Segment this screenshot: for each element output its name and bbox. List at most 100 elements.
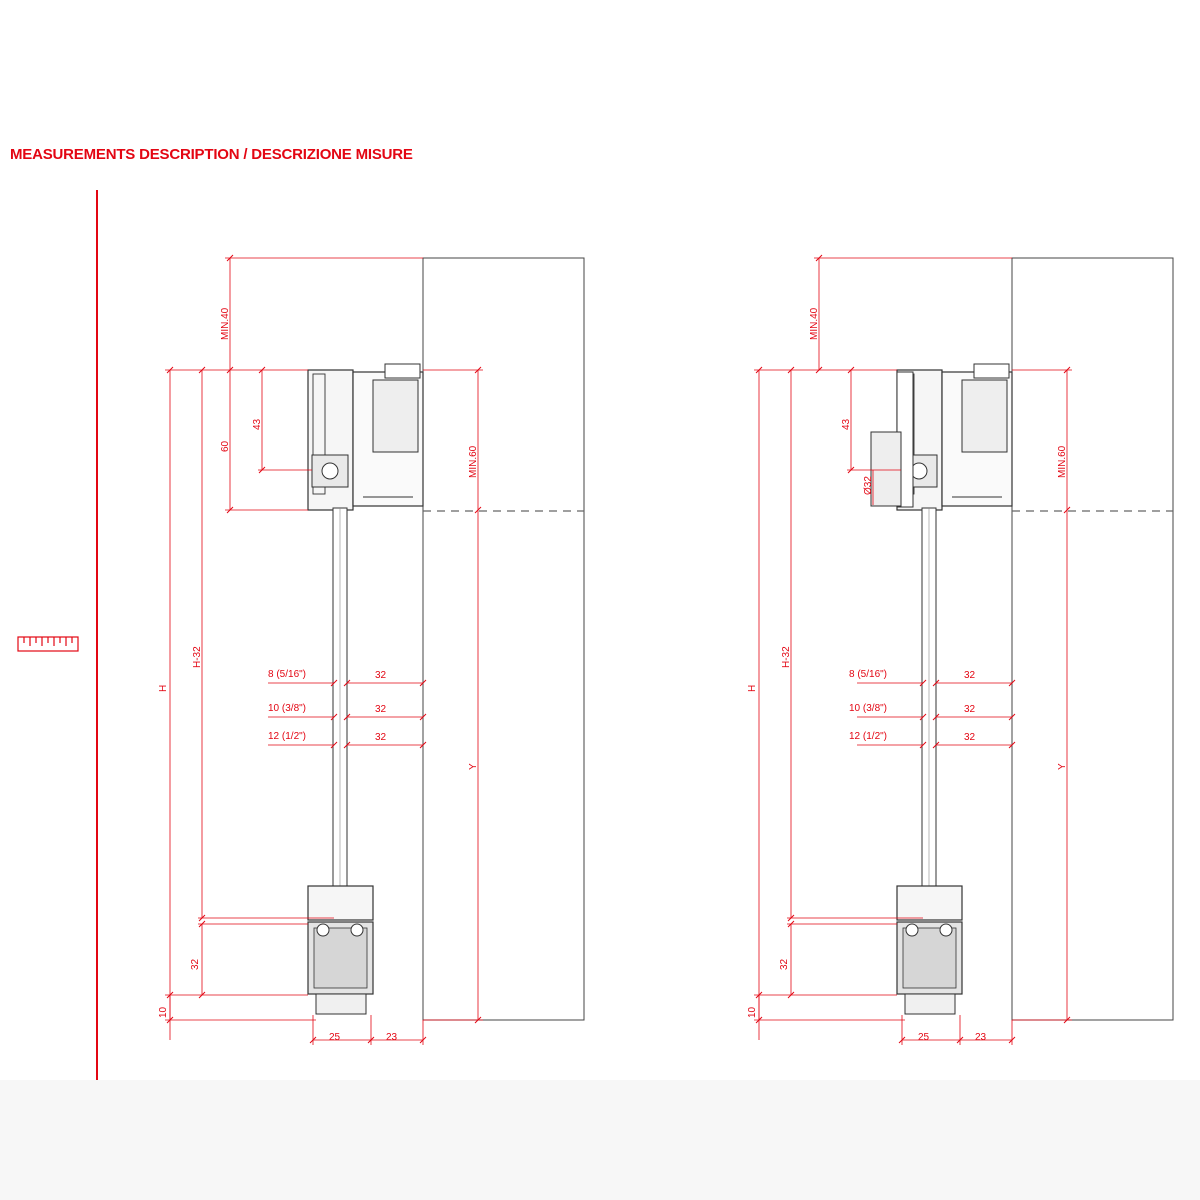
label-32-bottom: 32 <box>779 958 790 970</box>
label-diameter: Ø32 <box>863 476 874 495</box>
label-h-32: H-32 <box>781 646 792 668</box>
dim-tick <box>343 713 351 721</box>
glass-offset-value: 32 <box>964 732 976 743</box>
label-min40: MIN.40 <box>809 307 820 340</box>
glass-offset-value: 32 <box>964 670 976 681</box>
dim-tick <box>258 466 266 474</box>
dim-tick <box>367 1036 375 1044</box>
dim-tick <box>1008 1036 1016 1044</box>
dim-tick <box>1008 679 1016 687</box>
dim-tick <box>919 741 927 749</box>
dim-tick <box>755 366 763 374</box>
bottom-track <box>896 885 963 1015</box>
dim-tick <box>932 741 940 749</box>
dim-tick <box>847 466 855 474</box>
roller-carriage <box>372 379 419 453</box>
glass-offset-value: 32 <box>375 670 387 681</box>
dim-tick <box>898 1036 906 1044</box>
floor-guide <box>315 993 367 1015</box>
dim-tick <box>330 741 338 749</box>
dim-tick <box>226 254 234 262</box>
ruler-icon <box>17 636 79 652</box>
label-10: 10 <box>158 1006 169 1018</box>
dim-tick <box>166 366 174 374</box>
dim-tick <box>1063 366 1071 374</box>
dim-tick <box>932 679 940 687</box>
glass-offset-value: 32 <box>964 704 976 715</box>
label-y: Y <box>1057 763 1068 770</box>
bottom-profile <box>307 885 374 921</box>
glass-offset-value: 32 <box>375 704 387 715</box>
dim-tick <box>787 991 795 999</box>
roller-inner <box>902 927 957 989</box>
bottom-track <box>307 885 374 1015</box>
top-profile-body <box>307 369 354 511</box>
dim-tick <box>330 679 338 687</box>
dim-tick <box>198 366 206 374</box>
dim-tick <box>1008 741 1016 749</box>
label-25: 25 <box>918 1032 930 1043</box>
dim-tick <box>419 679 427 687</box>
dim-tick <box>343 741 351 749</box>
dim-tick <box>198 914 206 922</box>
label-y: Y <box>468 763 479 770</box>
dim-tick <box>309 1036 317 1044</box>
dim-tick <box>474 366 482 374</box>
dim-tick <box>198 920 206 928</box>
glass-thickness-label: 10 (3/8") <box>849 703 887 714</box>
label-23: 23 <box>975 1032 987 1043</box>
glass-thickness-label: 8 (5/16") <box>849 669 887 680</box>
roller-wheel-icon <box>350 923 364 937</box>
anchor-block <box>870 431 902 507</box>
roller-carriage <box>961 379 1008 453</box>
label-10: 10 <box>747 1006 758 1018</box>
roller-wheel-icon <box>316 923 330 937</box>
label-h: H <box>747 685 758 692</box>
top-profile-inner <box>312 373 326 495</box>
roller-inner <box>313 927 368 989</box>
dim-tick <box>787 366 795 374</box>
label-min60: MIN.60 <box>1057 445 1068 478</box>
label-min40: MIN.40 <box>220 307 231 340</box>
dim-tick <box>419 741 427 749</box>
label-43: 43 <box>841 418 852 430</box>
roller-wheel-icon <box>905 923 919 937</box>
top-track <box>307 363 424 511</box>
dim-tick <box>226 506 234 514</box>
roller-wheel-icon <box>939 923 953 937</box>
top-fixing <box>973 363 1010 379</box>
label-32-bottom: 32 <box>190 958 201 970</box>
page-title: MEASUREMENTS DESCRIPTION / DESCRIZIONE M… <box>10 146 413 163</box>
dim-tick <box>919 713 927 721</box>
dim-tick <box>787 914 795 922</box>
label-60: 60 <box>220 440 231 452</box>
label-h: H <box>158 685 169 692</box>
dim-tick <box>956 1036 964 1044</box>
dim-tick <box>474 1016 482 1024</box>
dim-tick <box>932 713 940 721</box>
glass-thickness-label: 12 (1/2") <box>849 731 887 742</box>
top-track <box>870 363 1013 511</box>
glass-thickness-label: 10 (3/8") <box>268 703 306 714</box>
label-43: 43 <box>252 418 263 430</box>
dim-tick <box>330 713 338 721</box>
dim-tick <box>419 713 427 721</box>
dim-tick <box>755 1016 763 1024</box>
dim-tick <box>419 1036 427 1044</box>
dim-tick <box>343 679 351 687</box>
bottom-profile <box>896 885 963 921</box>
label-23: 23 <box>386 1032 398 1043</box>
dim-tick <box>1008 713 1016 721</box>
wall-outline <box>422 257 585 1021</box>
label-25: 25 <box>329 1032 341 1043</box>
glass-thickness-label: 12 (1/2") <box>268 731 306 742</box>
dim-tick <box>919 679 927 687</box>
top-fixing <box>384 363 421 379</box>
label-min60: MIN.60 <box>468 445 479 478</box>
dim-tick <box>787 920 795 928</box>
